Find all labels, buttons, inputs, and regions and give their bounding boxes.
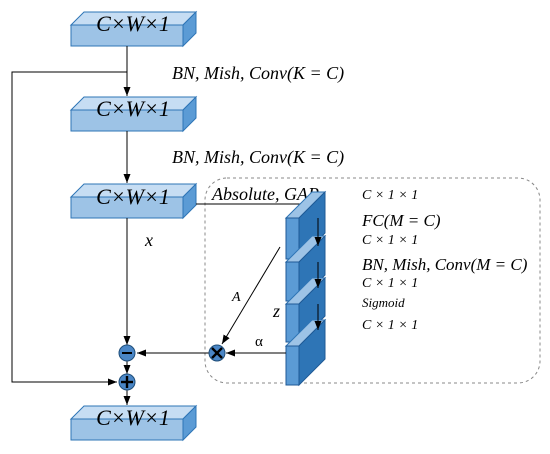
alpha-label: α bbox=[255, 334, 263, 350]
attn-label-2: FC(M = C) bbox=[361, 211, 441, 230]
attn-label-4: BN, Mish, Conv(M = C) bbox=[362, 255, 528, 274]
z-label: z bbox=[272, 301, 280, 321]
arrow-a bbox=[221, 246, 281, 345]
attn-label-3: C × 1 × 1 bbox=[362, 233, 418, 248]
a-label: A bbox=[231, 290, 241, 305]
add-node bbox=[118, 373, 136, 391]
block-2-label: C×W×1 bbox=[96, 96, 170, 121]
attn-label-5: C × 1 × 1 bbox=[362, 276, 418, 291]
op-label-1: BN, Mish, Conv(K = C) bbox=[172, 63, 344, 84]
attention-region bbox=[204, 177, 541, 384]
block-4-label: C×W×1 bbox=[96, 405, 170, 430]
attn-label-6: Sigmoid bbox=[362, 295, 405, 310]
attn-label-7: C × 1 × 1 bbox=[362, 318, 418, 333]
abs-gap-label: Absolute, GAP bbox=[211, 184, 319, 204]
feature-block-4: C×W×1 bbox=[69, 404, 198, 442]
block-1-label: C×W×1 bbox=[96, 11, 170, 36]
block-3-label: C×W×1 bbox=[96, 184, 170, 209]
subtract-node bbox=[118, 344, 136, 362]
feature-block-2: C×W×1 bbox=[69, 95, 198, 133]
feature-block-3: C×W×1 bbox=[69, 182, 198, 220]
op-label-2: BN, Mish, Conv(K = C) bbox=[172, 147, 344, 168]
attn-label-1: C × 1 × 1 bbox=[362, 188, 418, 203]
x-label: x bbox=[144, 230, 153, 250]
residual-connection bbox=[11, 71, 127, 386]
multiply-node bbox=[208, 344, 226, 362]
feature-block-1: C×W×1 bbox=[69, 10, 198, 48]
